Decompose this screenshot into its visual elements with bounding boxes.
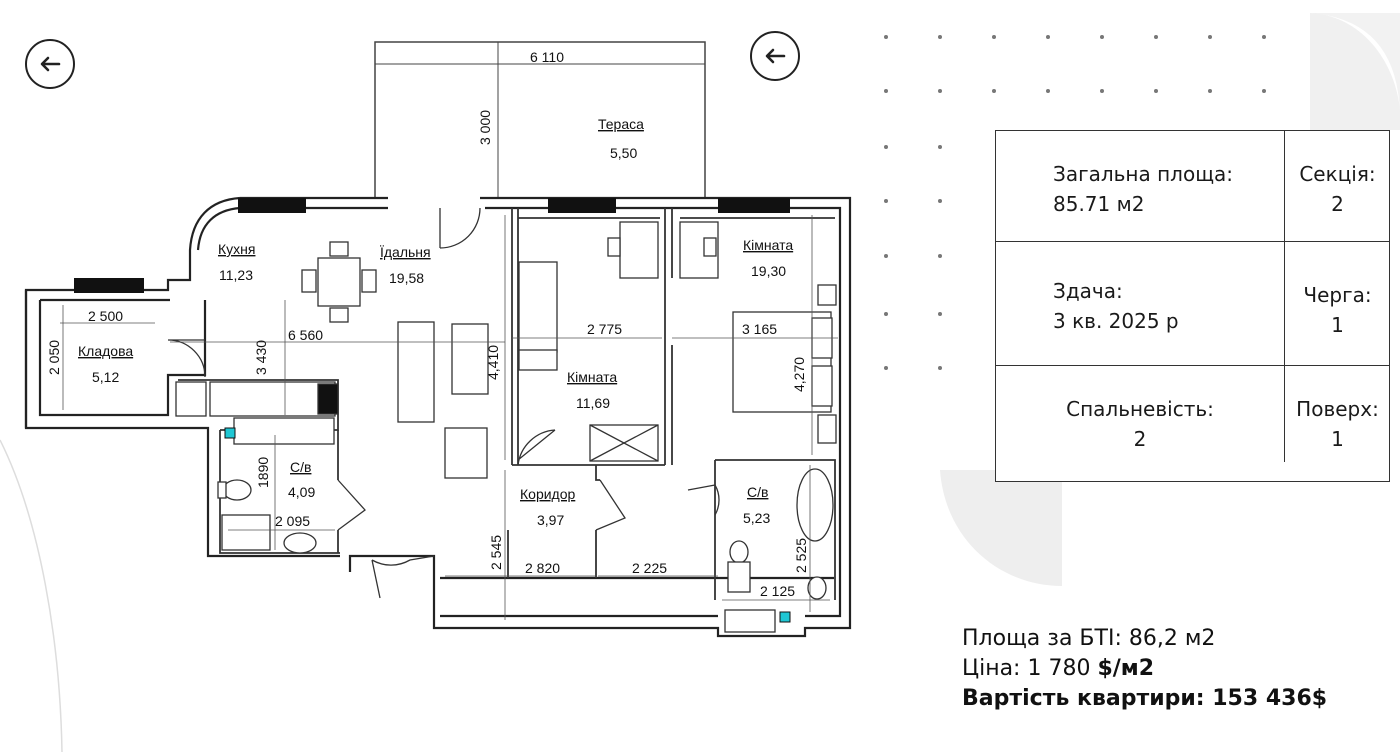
dim-room-right-width: 3 165 [742, 321, 777, 337]
queue-cell: Черга: 1 [1284, 242, 1390, 365]
room-bath-right-name: С/в [747, 484, 768, 500]
windows [74, 198, 790, 293]
outer-walls [24, 196, 852, 638]
total-price-label: Вартість квартири: 153 436$ [962, 686, 1328, 711]
dim-terrace-depth: 3 000 [477, 110, 493, 145]
furniture [175, 221, 837, 633]
total-price: Вартість квартири: 153 436$ [962, 684, 1327, 714]
total-area-value: 85.71 м2 [1053, 192, 1145, 216]
total-area-label: Загальна площа: [1053, 162, 1234, 186]
floor-cell: Поверх: 1 [1284, 366, 1390, 462]
dot-grid-decoration [884, 35, 1266, 370]
section-cell: Секція: 2 [1284, 131, 1390, 241]
section-label: Секція: [1299, 162, 1376, 186]
dim-living-depth: 3 430 [253, 340, 269, 375]
room-bath-right-area: 5,23 [743, 510, 770, 526]
bti-area: Площа за БТІ: 86,2 м2 [962, 626, 1216, 651]
handover-label: Здача: [1053, 279, 1123, 303]
info-row-handover: Здача: 3 кв. 2025 р Черга: 1 [996, 242, 1389, 366]
floor-label: Поверх: [1296, 397, 1379, 421]
bedrooms-value: 2 [1133, 427, 1147, 451]
room-dining-area: 19,58 [389, 270, 424, 286]
queue-label: Черга: [1303, 283, 1372, 307]
dim-room-right-depth: 4,270 [791, 357, 807, 392]
dim-bath-left-depth: 1890 [255, 457, 271, 488]
floor-plan: 6 110 3 000 2 500 2 050 3 430 6 560 2 77… [24, 41, 852, 638]
room-right-area: 19,30 [751, 263, 786, 279]
room-kitchen-area: 11,23 [219, 267, 253, 283]
dim-room-mid-width: 2 775 [587, 321, 622, 337]
room-storage-area: 5,12 [92, 369, 119, 385]
dim-balcony-left: 2 820 [525, 560, 560, 576]
dim-room-mid-depth: 4,410 [485, 345, 501, 380]
dim-terrace-width: 6 110 [530, 49, 564, 65]
handover-value: 3 кв. 2025 р [1053, 309, 1179, 333]
room-terrace-name: Тераса [598, 116, 644, 132]
room-bath-left-area: 4,09 [288, 484, 315, 500]
dim-bath-right-depth: 2 525 [793, 538, 809, 573]
price-prefix: Ціна: 1 780 [962, 656, 1098, 681]
handover-cell: Здача: 3 кв. 2025 р [996, 242, 1284, 365]
dim-corridor-depth: 2 545 [488, 535, 504, 570]
terrace-outline [374, 41, 706, 198]
dimension-lines [60, 215, 838, 620]
section-value: 2 [1331, 192, 1344, 216]
bedrooms-label: Спальневість: [1066, 397, 1214, 421]
total-area-cell: Загальна площа: 85.71 м2 [996, 131, 1284, 241]
price-line: Ціна: 1 780 $/м2 [962, 654, 1327, 684]
floor-value: 1 [1331, 427, 1344, 451]
dim-storage-depth: 2 050 [46, 340, 62, 375]
room-terrace-area: 5,50 [610, 145, 637, 161]
dim-bath-right-width: 2 125 [760, 583, 795, 599]
room-right-name: Кімната [743, 237, 793, 253]
room-storage-name: Кладова [78, 343, 133, 359]
doors [167, 207, 720, 599]
price-summary: Площа за БТІ: 86,2 м2 Ціна: 1 780 $/м2 В… [962, 624, 1327, 714]
dim-balcony-right: 2 225 [632, 560, 667, 576]
accent-fixtures [224, 427, 791, 623]
dim-living-width: 6 560 [288, 327, 323, 343]
info-row-bedrooms: Спальневість: 2 Поверх: 1 [996, 366, 1389, 481]
back-button-secondary[interactable] [750, 31, 800, 81]
info-row-area: Загальна площа: 85.71 м2 Секція: 2 [996, 131, 1389, 242]
queue-value: 1 [1331, 313, 1344, 337]
back-button[interactable] [25, 39, 75, 89]
room-corridor-name: Коридор [520, 486, 576, 502]
dim-storage-width: 2 500 [88, 308, 123, 324]
dim-bath-left-width: 2 095 [275, 513, 310, 529]
room-mid-area: 11,69 [576, 395, 610, 411]
room-dining-name: Їдальня [380, 244, 431, 260]
room-kitchen-name: Кухня [218, 241, 255, 257]
room-mid-name: Кімната [567, 369, 617, 385]
bedrooms-cell: Спальневість: 2 [996, 366, 1284, 481]
apartment-info-table: Загальна площа: 85.71 м2 Секція: 2 Здача… [995, 130, 1390, 482]
arrow-left-icon [40, 56, 61, 72]
room-corridor-area: 3,97 [537, 512, 564, 528]
room-bath-left-name: С/в [290, 459, 311, 475]
price-unit: $/м2 [1097, 656, 1155, 681]
arrow-left-icon [765, 48, 786, 64]
